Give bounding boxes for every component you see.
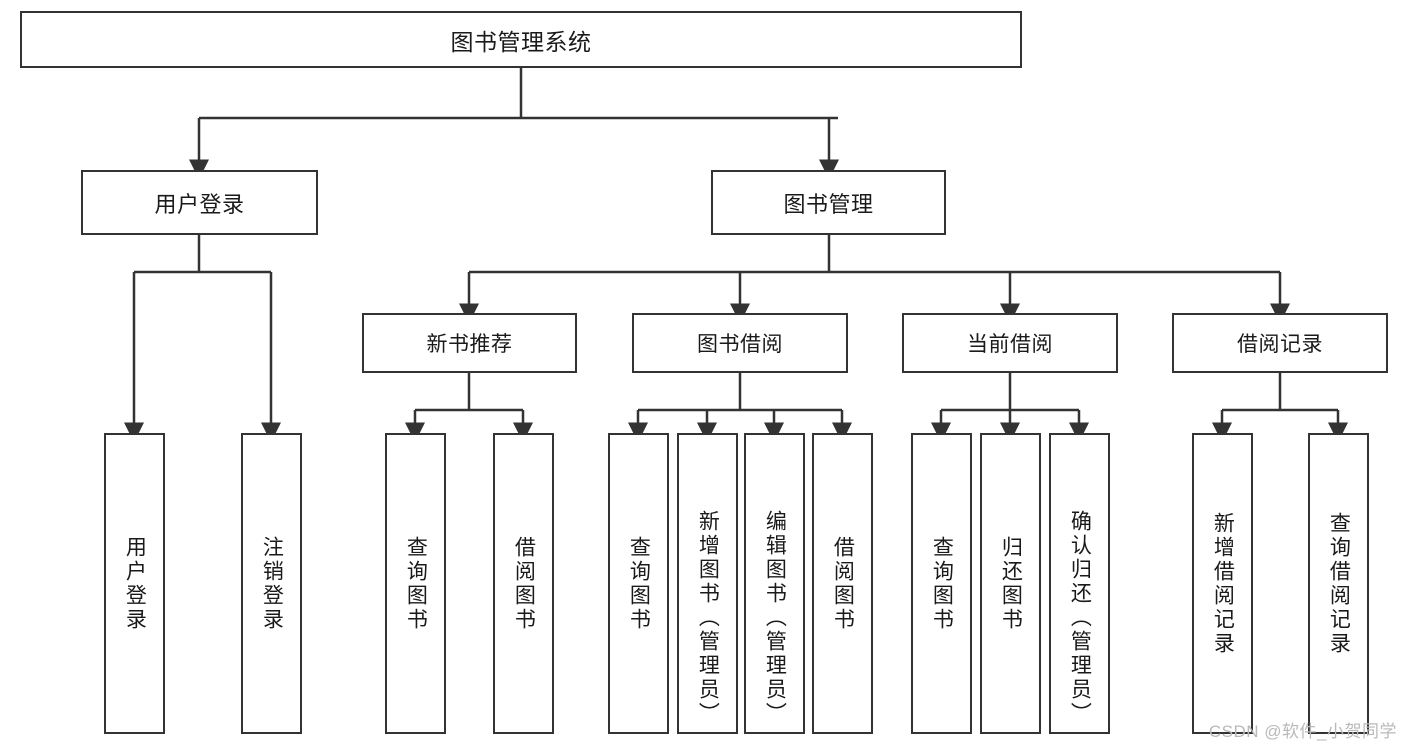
node-book-borrow[interactable]: 图书借阅 (632, 313, 848, 373)
leaf-label: 确认归还（管理员） (1068, 510, 1092, 726)
node-label: 当前借阅 (967, 333, 1053, 356)
leaf-label: 注销登录 (260, 535, 284, 632)
csdn-watermark: CSDN @软件_小贺同学 (1208, 722, 1397, 741)
node-label: 用户登录 (154, 191, 245, 217)
node-label: 图书管理 (783, 191, 874, 217)
leaf-return-book[interactable]: 归还图书 (980, 433, 1041, 734)
leaf-query-book-recommend[interactable]: 查询图书 (385, 433, 446, 734)
leaf-edit-book-admin[interactable]: 编辑图书（管理员） (744, 433, 805, 734)
leaf-label: 借阅图书 (512, 535, 536, 632)
node-book-management-system[interactable]: 图书管理系统 (20, 11, 1022, 68)
leaf-add-borrow-record[interactable]: 新增借阅记录 (1192, 433, 1253, 734)
node-label: 新书推荐 (426, 333, 513, 356)
leaf-label: 编辑图书（管理员） (763, 510, 787, 726)
leaf-label: 新增借阅记录 (1211, 511, 1235, 656)
leaf-label: 用户登录 (123, 535, 147, 632)
leaf-label: 新增图书（管理员） (696, 510, 720, 726)
leaf-borrow-book-recommend[interactable]: 借阅图书 (493, 433, 554, 734)
leaf-label: 借阅图书 (831, 535, 855, 632)
node-user-login[interactable]: 用户登录 (81, 170, 318, 235)
leaf-borrow-book[interactable]: 借阅图书 (812, 433, 873, 734)
leaf-label: 查询借阅记录 (1327, 511, 1351, 656)
node-label: 图书借阅 (697, 333, 783, 356)
leaf-confirm-return-admin[interactable]: 确认归还（管理员） (1049, 433, 1110, 734)
leaf-logout[interactable]: 注销登录 (241, 433, 302, 734)
leaf-user-login[interactable]: 用户登录 (104, 433, 165, 734)
node-new-book-recommend[interactable]: 新书推荐 (362, 313, 577, 373)
leaf-label: 查询图书 (404, 535, 428, 632)
node-label: 图书管理系统 (450, 28, 592, 55)
node-book-management[interactable]: 图书管理 (711, 170, 946, 235)
leaf-label: 归还图书 (999, 535, 1023, 632)
node-label: 借阅记录 (1237, 333, 1323, 356)
leaf-add-book-admin[interactable]: 新增图书（管理员） (677, 433, 738, 734)
leaf-label: 查询图书 (627, 535, 651, 632)
leaf-label: 查询图书 (930, 535, 954, 632)
node-current-borrow[interactable]: 当前借阅 (902, 313, 1118, 373)
leaf-query-book-current[interactable]: 查询图书 (911, 433, 972, 734)
leaf-query-borrow-record[interactable]: 查询借阅记录 (1308, 433, 1369, 734)
leaf-query-book-borrow[interactable]: 查询图书 (608, 433, 669, 734)
node-borrow-record[interactable]: 借阅记录 (1172, 313, 1388, 373)
